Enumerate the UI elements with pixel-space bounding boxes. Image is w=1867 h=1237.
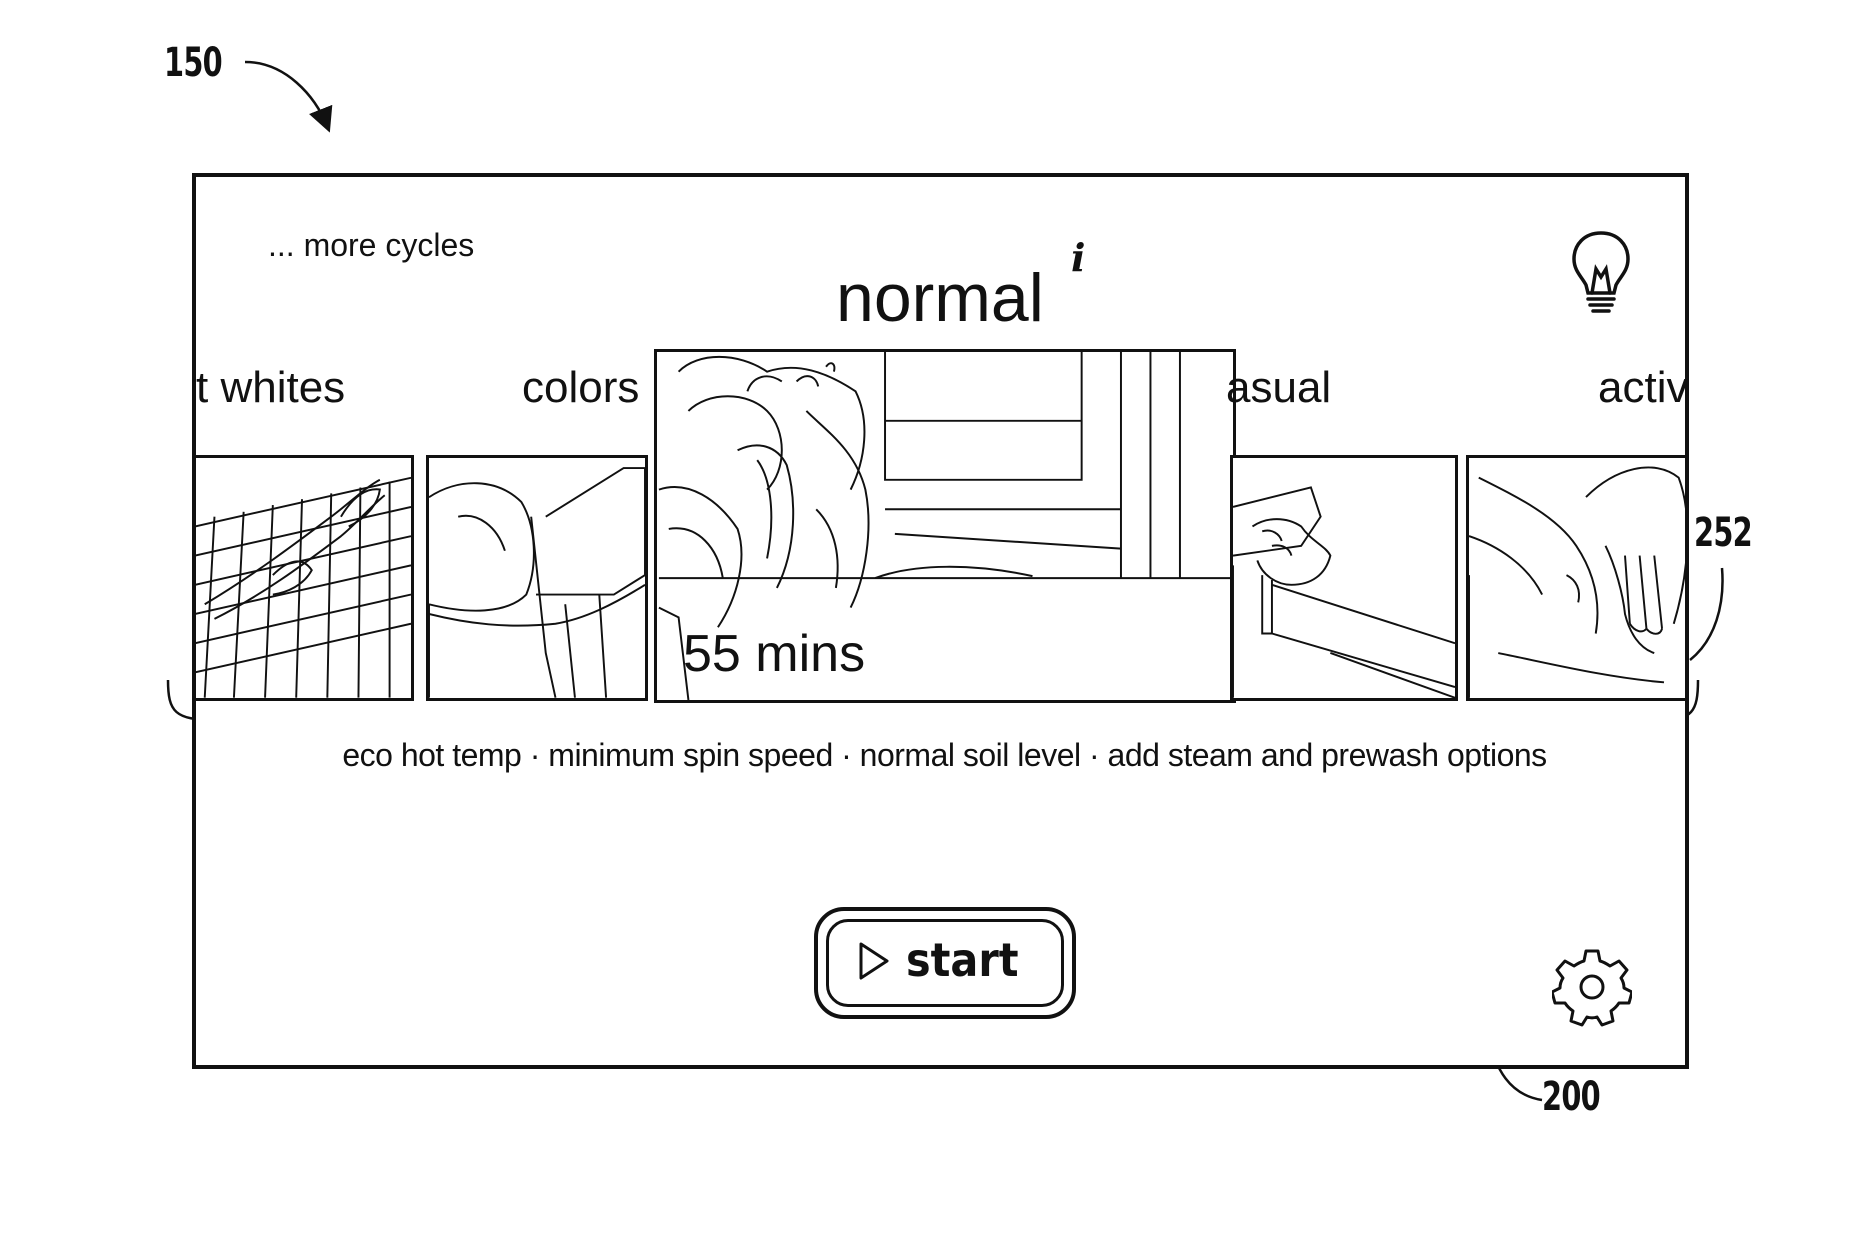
hands-on-net-illustration (195, 458, 411, 698)
info-icon[interactable]: i (1071, 235, 1085, 280)
ref-carousel-card-252: 252 (1694, 510, 1752, 556)
cycle-card-whites[interactable] (192, 455, 414, 701)
lightbulb-icon[interactable] (1566, 227, 1636, 317)
cycle-card-normal-selected[interactable]: 55 mins (654, 349, 1236, 703)
cycle-card-active[interactable] (1466, 455, 1689, 701)
start-button[interactable]: start (814, 907, 1076, 1019)
cycle-duration: 55 mins (683, 624, 865, 684)
cycle-card-colors[interactable] (426, 455, 648, 701)
cycle-label-active: activ (1598, 363, 1688, 413)
cycle-card-casual[interactable] (1230, 455, 1458, 701)
start-button-label: start (906, 933, 1019, 987)
cycle-label-whites: t whites (196, 363, 345, 413)
hand-holding-cloth-illustration (1233, 458, 1455, 698)
appliance-display-screen: ... more cycles i normal t whites (192, 173, 1689, 1069)
ref-display-200: 200 (1542, 1074, 1600, 1120)
cycle-label-colors: colors (522, 363, 639, 413)
gear-icon[interactable] (1552, 947, 1632, 1027)
cycle-options-summary[interactable]: eco hot temp · minimum spin speed · norm… (196, 737, 1689, 774)
play-icon (858, 941, 890, 981)
cycle-label-casual: asual (1226, 363, 1331, 413)
more-cycles-link[interactable]: ... more cycles (268, 227, 474, 264)
hand-on-fabric-illustration (1469, 458, 1689, 698)
ref-figure-150: 150 (164, 40, 222, 86)
selected-cycle-title: normal (836, 259, 1044, 337)
garment-folding-illustration (429, 458, 645, 698)
